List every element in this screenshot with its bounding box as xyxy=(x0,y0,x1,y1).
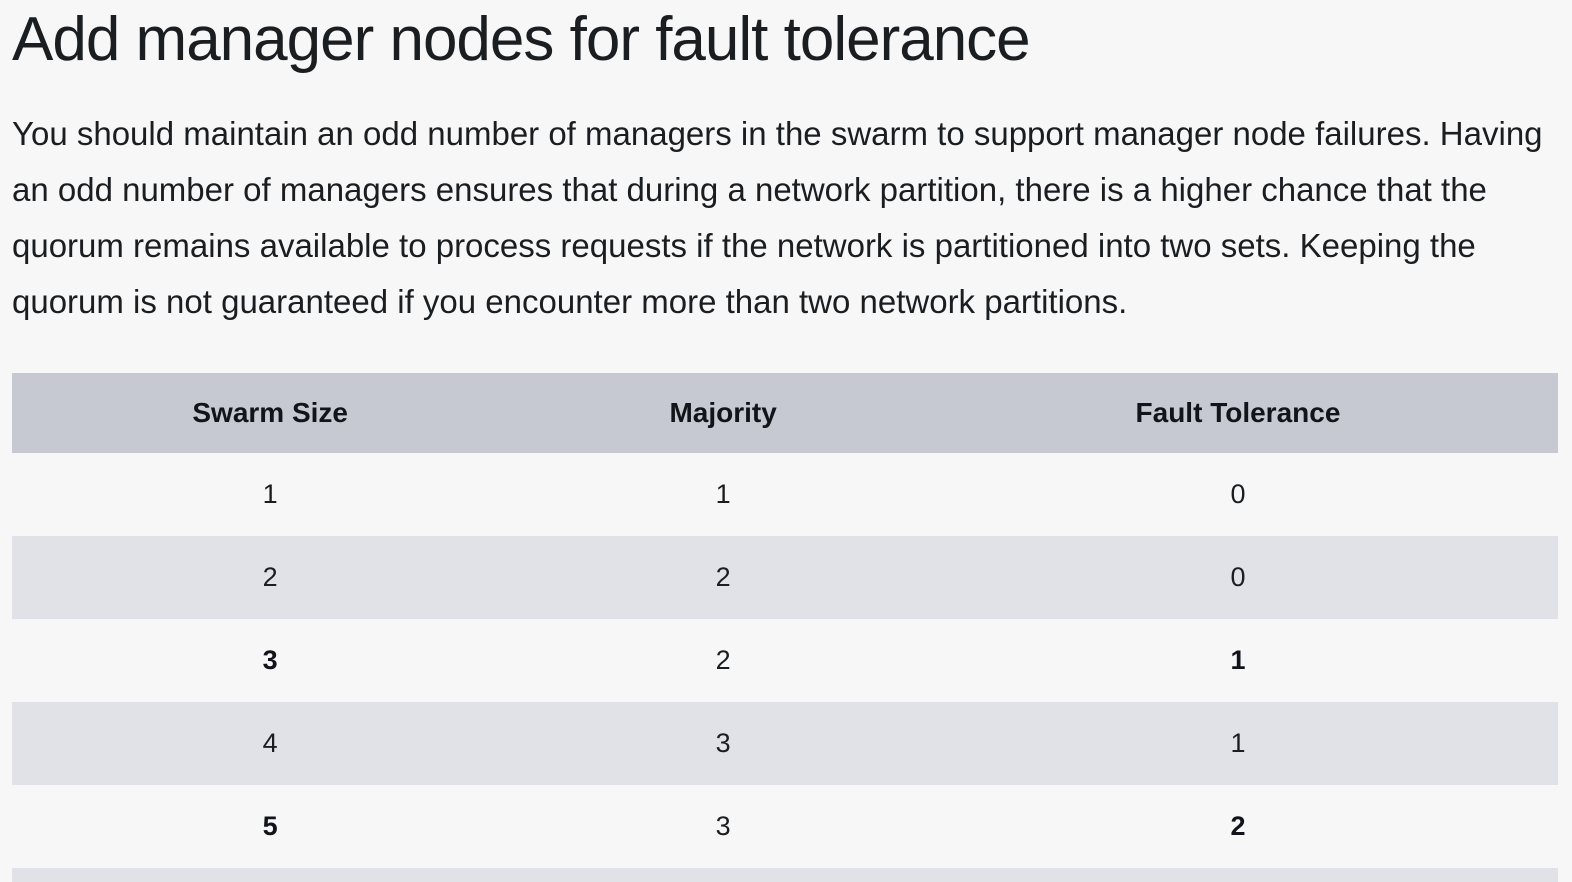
cell-swarm-size: 1 xyxy=(262,479,278,509)
column-header-swarm-size: Swarm Size xyxy=(12,373,529,453)
page-title: Add manager nodes for fault tolerance xyxy=(12,5,1031,74)
table-row: 3 2 1 xyxy=(12,619,1558,702)
cell-fault-tolerance: 2 xyxy=(1230,811,1246,841)
cell-majority: 2 xyxy=(715,645,731,675)
column-header-fault-tolerance: Fault Tolerance xyxy=(917,373,1558,453)
cell-fault-tolerance: 1 xyxy=(1230,645,1246,675)
cell-fault-tolerance: 0 xyxy=(1230,479,1246,509)
intro-paragraph: You should maintain an odd number of man… xyxy=(12,115,1543,320)
cell-swarm-size: 5 xyxy=(262,811,278,841)
table-header-row: Swarm Size Majority Fault Tolerance xyxy=(12,373,1558,453)
table-row-partial xyxy=(12,868,1558,882)
cell-swarm-size: 4 xyxy=(262,728,278,758)
cell-fault-tolerance: 1 xyxy=(1230,728,1246,758)
cell-majority: 1 xyxy=(715,479,731,509)
table-row: 5 3 2 xyxy=(12,785,1558,868)
table-row: 4 3 1 xyxy=(12,702,1558,785)
cell-majority: 3 xyxy=(715,728,731,758)
table-row: 1 1 0 xyxy=(12,453,1558,536)
cell-swarm-size: 3 xyxy=(262,645,278,675)
column-header-majority: Majority xyxy=(528,373,918,453)
cell-swarm-size: 2 xyxy=(262,562,278,592)
cell-majority: 2 xyxy=(715,562,731,592)
table-row: 2 2 0 xyxy=(12,536,1558,619)
cell-majority: 3 xyxy=(715,811,731,841)
fault-tolerance-table: Swarm Size Majority Fault Tolerance 1 1 … xyxy=(12,373,1558,882)
cell-fault-tolerance: 0 xyxy=(1230,562,1246,592)
